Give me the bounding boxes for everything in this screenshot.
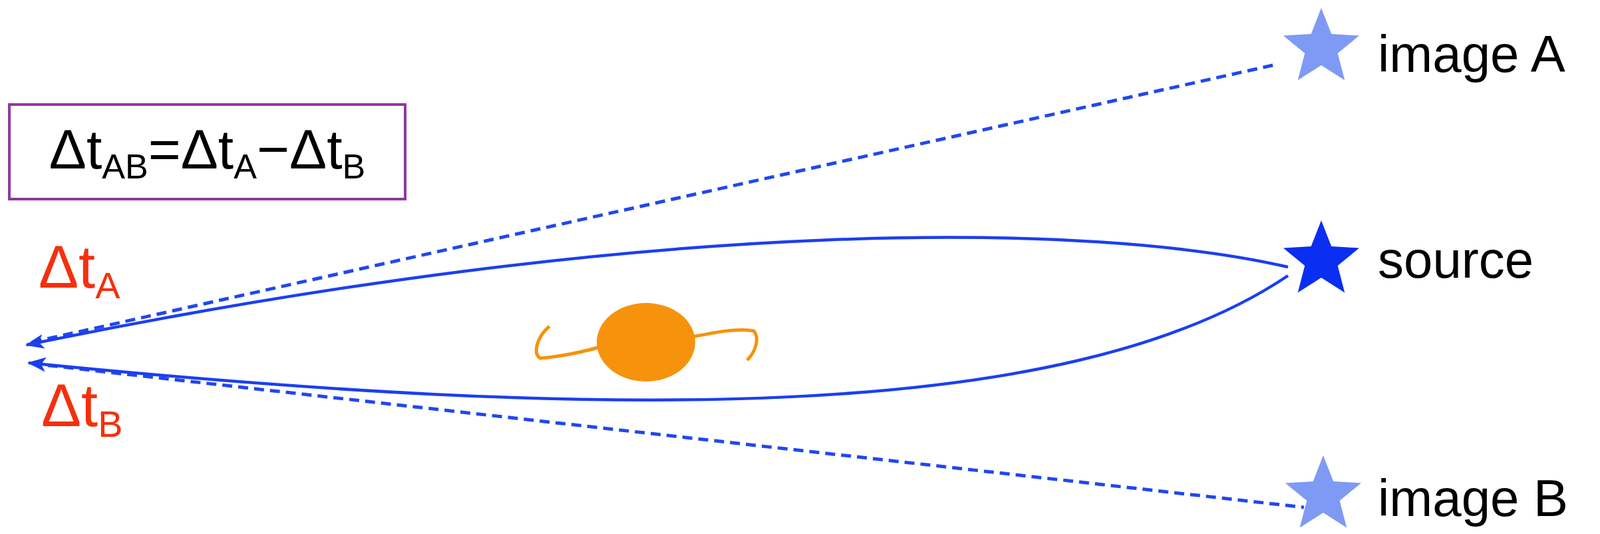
image-star xyxy=(1285,455,1362,528)
text-run: A xyxy=(95,264,120,307)
text-run: B xyxy=(97,402,123,445)
lens-galaxy xyxy=(596,302,696,382)
image-label: image B xyxy=(1377,468,1569,529)
text-run: Δt xyxy=(38,233,96,301)
text-run: B xyxy=(341,146,366,185)
galaxy-arm xyxy=(536,325,603,358)
light-path xyxy=(28,275,1288,400)
label-text: source xyxy=(1377,230,1534,289)
image-label: image A xyxy=(1377,24,1566,85)
label-text: image A xyxy=(1377,24,1566,84)
source-label: source xyxy=(1377,230,1534,291)
text-run: source xyxy=(1377,230,1534,289)
delay-label: ΔtB xyxy=(41,371,123,446)
text-run: A xyxy=(233,146,257,185)
text-run: image A xyxy=(1377,24,1566,84)
delay-label: ΔtA xyxy=(38,232,120,307)
equation-text: ΔtAB=ΔtA−ΔtB xyxy=(49,117,366,187)
text-run: =Δt xyxy=(148,117,235,181)
text-run: Δt xyxy=(41,371,98,439)
image-star xyxy=(1283,7,1360,81)
text-run: −Δt xyxy=(256,117,343,181)
galaxy-arm xyxy=(691,329,757,360)
text-run: Δt xyxy=(49,117,102,181)
label-text: image B xyxy=(1377,468,1569,527)
label-text: ΔtA xyxy=(38,233,120,301)
text-run: image B xyxy=(1377,468,1569,527)
equation-box: ΔtAB=ΔtA−ΔtB xyxy=(7,103,407,201)
text-run: AB xyxy=(101,146,148,185)
apparent-ray xyxy=(31,363,1304,507)
source-star xyxy=(1283,220,1360,293)
label-text: ΔtB xyxy=(41,371,123,439)
